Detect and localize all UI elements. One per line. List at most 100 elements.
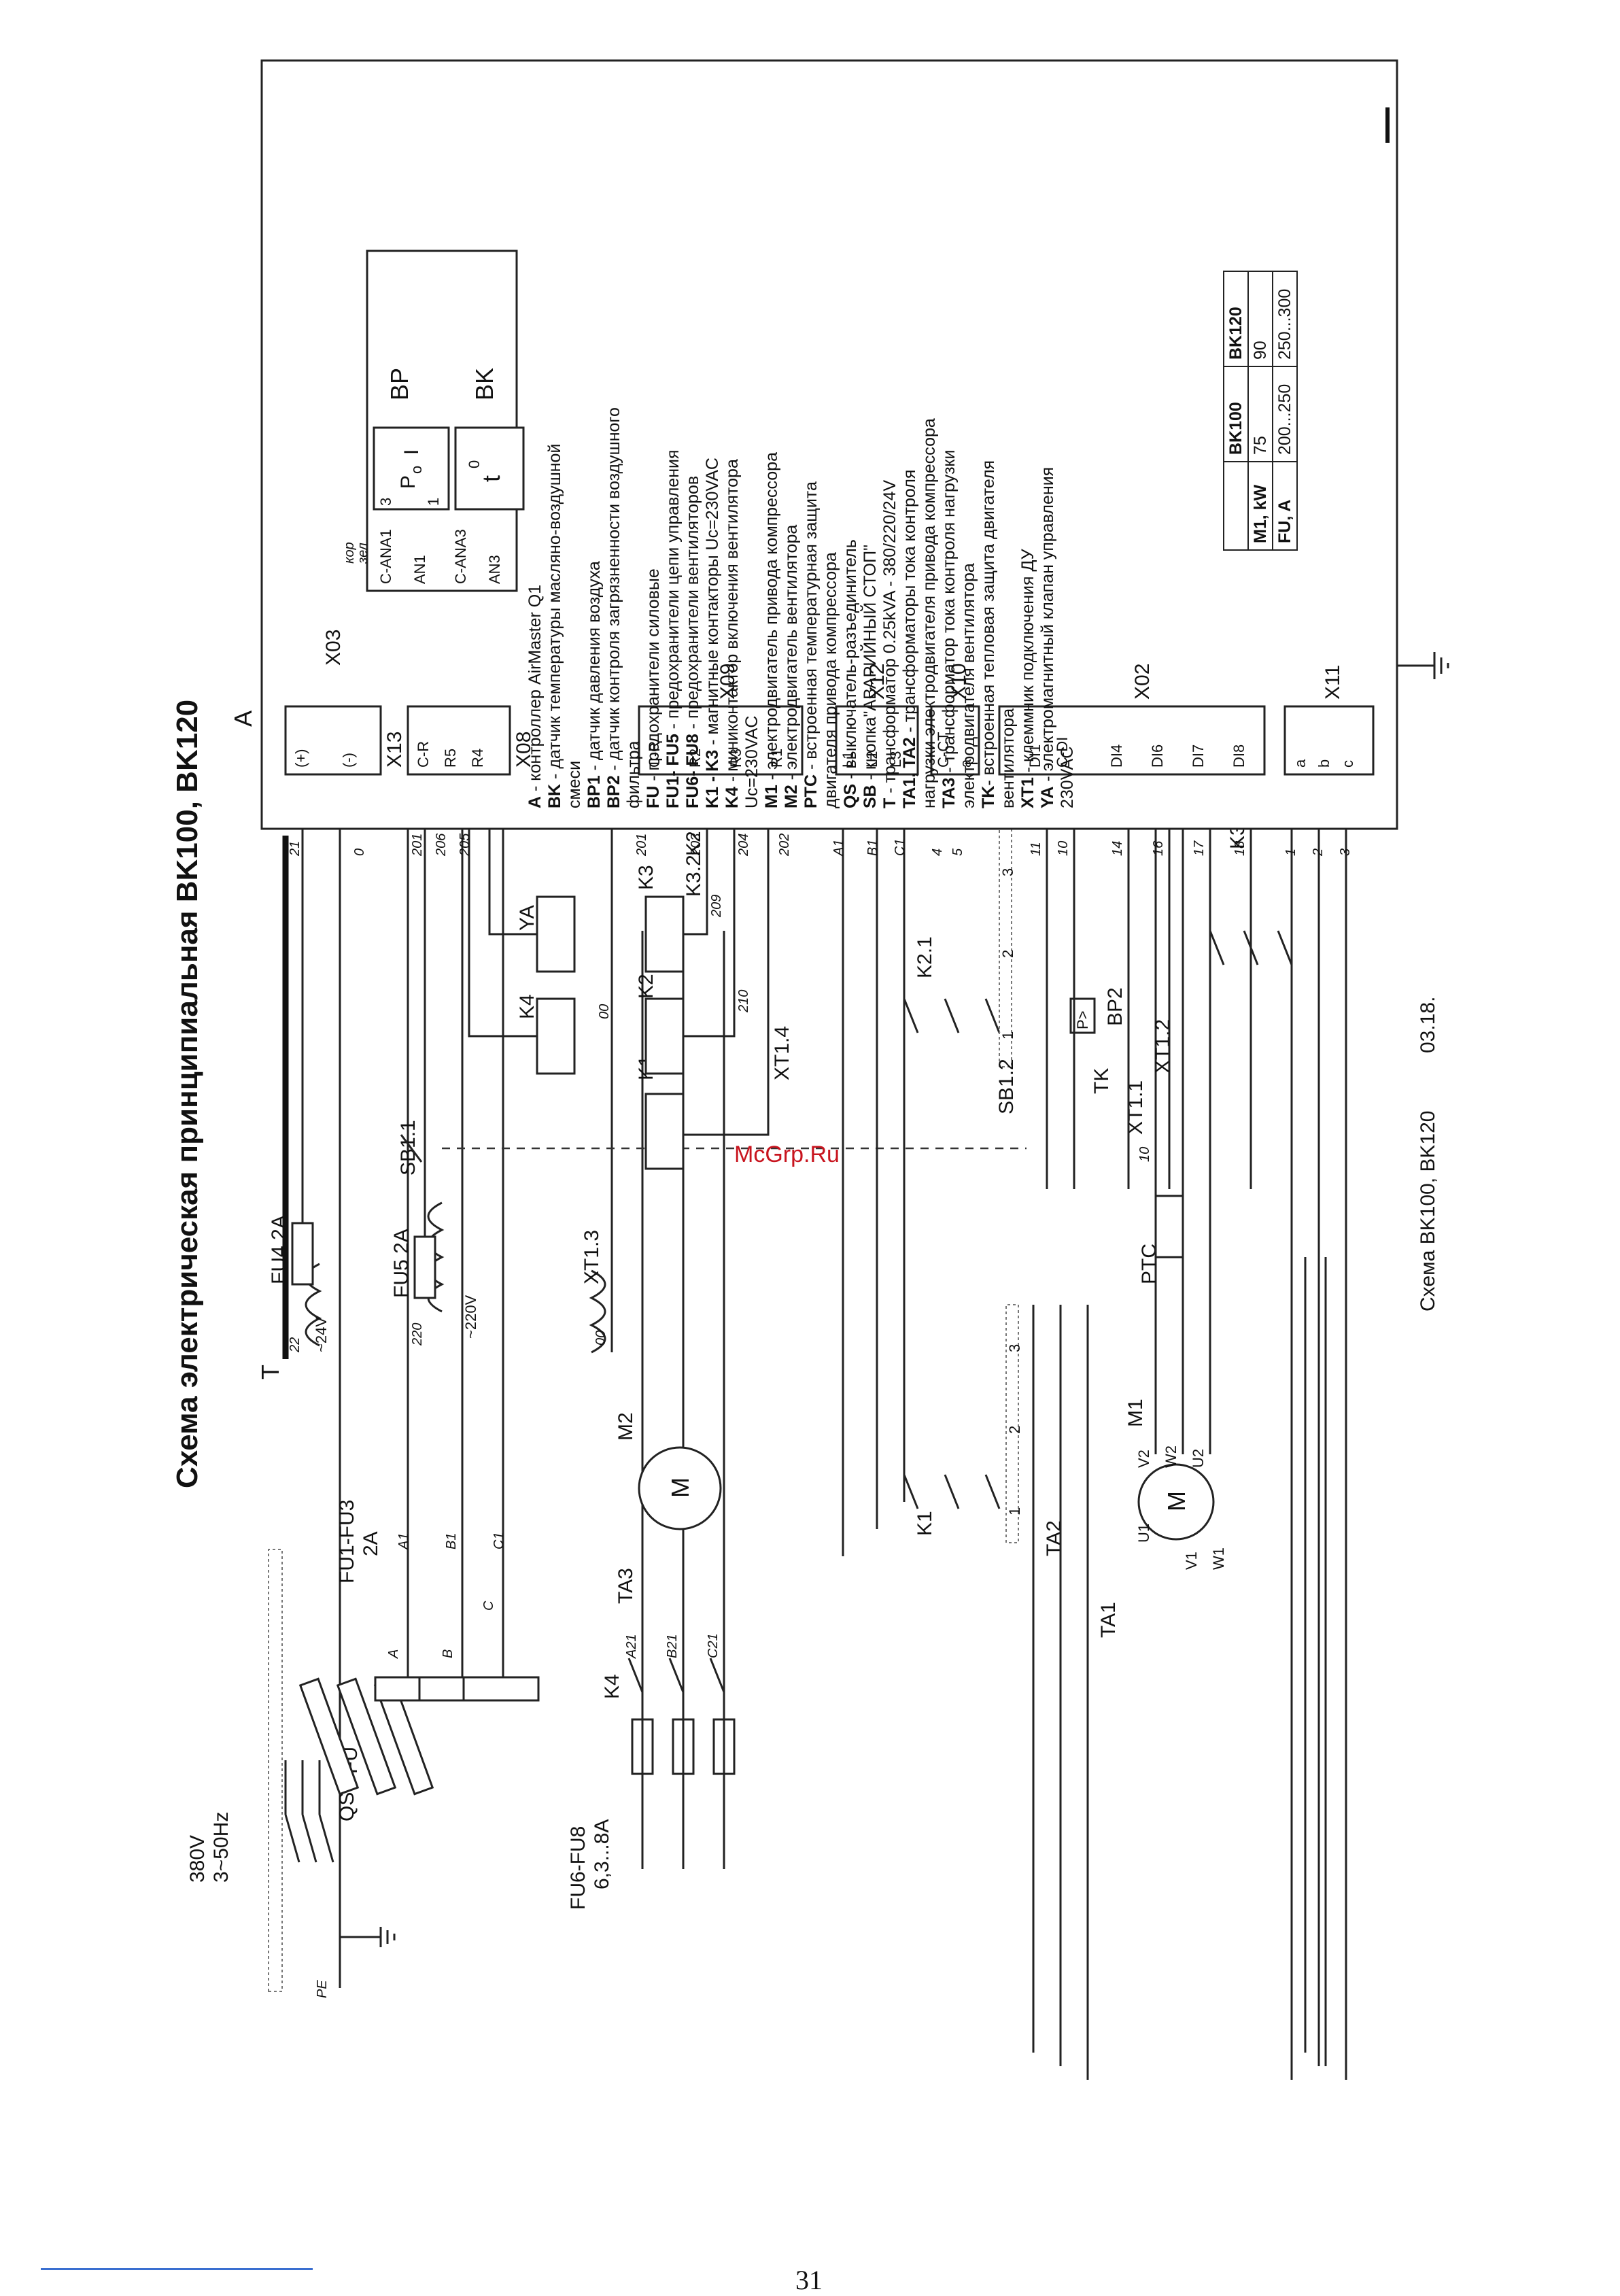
k4-coil-label: K4 [516, 994, 538, 1019]
wire-label-a1: A1 [396, 1533, 411, 1550]
legend-line: смеси [565, 761, 584, 808]
legend-line: 230VAC [1058, 747, 1077, 808]
supply-phase-leads [284, 1760, 321, 1815]
ta1-label: TA1 [1097, 1602, 1120, 1638]
legend-line: TA1, TA2 - трансформаторы тока контроля [900, 470, 919, 808]
legend-text: - датчик температуры масляно-воздушной [545, 444, 564, 784]
m1-terminal-w1: W1 [1210, 1547, 1227, 1570]
connector-x10 [930, 705, 980, 776]
legend-key: TA1, TA2 [900, 737, 919, 808]
x02-pin-di8: DI8 [1230, 744, 1247, 768]
m1-terminal-v1: V1 [1183, 1552, 1200, 1570]
fu68-label: FU6-FU8 [567, 1826, 589, 1910]
wire-k4-r5 [468, 795, 537, 1038]
wire-label-c1: C1 [492, 1532, 506, 1549]
wire-label-kor: кор [342, 542, 357, 564]
k1-label: K1 [914, 1511, 936, 1536]
motor-m1 [1137, 1463, 1215, 1541]
x03-pin-cana1: C-ANA1 [377, 529, 394, 584]
legend-text: - электромагнитный клапан управления [1038, 467, 1057, 787]
k4-contacts [627, 1658, 725, 1693]
wire-label-21: 21 [288, 841, 303, 857]
wire-label-a1-x12: A1 [831, 840, 846, 857]
pe-label: PE [315, 1980, 330, 1998]
bp2-label: BP2 [1104, 987, 1126, 1026]
legend-line: Uc=230VAC [742, 716, 761, 808]
legend-key: A [525, 796, 545, 808]
legend-line: BP1 - датчик давления воздуха [585, 561, 604, 808]
sensor-bk [454, 426, 525, 511]
wire-label-00: 00 [593, 1331, 608, 1346]
diagram-caption: Схема BK100, BK120 [1417, 1111, 1439, 1312]
k21-contacts [903, 998, 1001, 1033]
qs-label: QS [336, 1792, 358, 1821]
wire-label-203: 203 [689, 834, 704, 857]
legend-text: - предохранители вентиляторов [683, 476, 702, 734]
diagram-date: 03.18. [1417, 997, 1439, 1053]
motor-m2 [638, 1446, 722, 1530]
wire-label-16: 16 [1151, 840, 1166, 856]
bottom-link-rule [41, 2268, 313, 2270]
connector-x11 [1283, 705, 1375, 776]
ct-return-lines [1304, 1257, 1347, 2080]
bk-symbol: t [477, 475, 505, 482]
xt14-label: XT1.4 [771, 1026, 793, 1080]
legend-key: PTC [802, 774, 821, 808]
ct-signal-lines [1032, 1305, 1089, 2080]
k2-coil-label: K2 [635, 974, 657, 999]
legend-key: BP1 [585, 775, 604, 808]
x10-label: X10 [948, 664, 970, 700]
legend-line: PTC - встроенная температурная защита [802, 481, 821, 808]
wire-ya-r4 [488, 795, 537, 936]
fu-phase-a [298, 1677, 360, 1796]
xt12-label: XT1.2 [1152, 1019, 1174, 1074]
sb11-label: SB1.1 [397, 1120, 419, 1176]
connector-x09 [638, 705, 804, 776]
legend-text: - датчик контроля загрязненности воздушн… [604, 407, 623, 775]
x12-pin-l3: L3 [887, 751, 904, 768]
wire-label-204: 204 [736, 834, 751, 857]
wire-label-b1: B1 [444, 1533, 459, 1549]
wire-label-4: 4 [930, 849, 945, 856]
legend-key: M2 [782, 785, 801, 808]
wire-phase-sense [842, 795, 906, 1556]
motor-m1-symbol: M [1162, 1491, 1190, 1511]
legend-text: фильтра [624, 740, 643, 808]
legend-key: YA [1038, 787, 1057, 808]
legend-text: вентилятора [999, 708, 1018, 808]
wire-k1-r1 [683, 829, 770, 1136]
bp-pin-3: 3 [377, 498, 394, 506]
legend-line: K4 - миниконтактор включения вентилятора [723, 459, 742, 808]
m1-label: M1 [1124, 1399, 1147, 1427]
x09-label: X09 [717, 664, 739, 700]
spec-table-cell-border [1272, 271, 1298, 367]
legend-key: M1 [762, 785, 781, 808]
wire-label-201: 201 [410, 834, 425, 857]
transformer-primary [589, 1269, 606, 1354]
m1-terminal-v2: V2 [1135, 1450, 1152, 1468]
wire-k2-r2 [683, 829, 736, 1038]
wire-label-0: 0 [352, 849, 367, 856]
x08-pin-r5: R5 [442, 749, 459, 768]
ta2-label: TA2 [1043, 1520, 1065, 1556]
spec-table-cell: 250...300 [1275, 289, 1294, 360]
coil-k2 [644, 997, 685, 1075]
legend-line: YA - электромагнитный клапан управления [1038, 467, 1057, 808]
k32-label: K3.2 [683, 855, 705, 897]
x02-pin-di4: DI4 [1108, 744, 1125, 768]
legend-text: - магнитные контакторы Uc=230VAC [703, 458, 722, 750]
k3-coil-label: K3 [635, 865, 657, 890]
x03-label: X03 [322, 630, 345, 666]
k21-aux-2: 2 [999, 950, 1016, 958]
label-220v: ~220V [462, 1295, 479, 1339]
legend-text: смеси [565, 761, 584, 808]
watermark: McGrp.Ru [734, 1142, 840, 1167]
legend-text: нагрузки электродвигателя привода компре… [920, 418, 939, 808]
coil-k4 [536, 997, 576, 1075]
x13-pin-minus: (-) [340, 753, 357, 768]
wire-label-220: 220 [410, 1323, 425, 1346]
legend-key: T [880, 798, 899, 808]
legend-text: - клеммник подключения ДУ [1018, 549, 1037, 777]
fuse-fu4 [291, 1222, 314, 1286]
